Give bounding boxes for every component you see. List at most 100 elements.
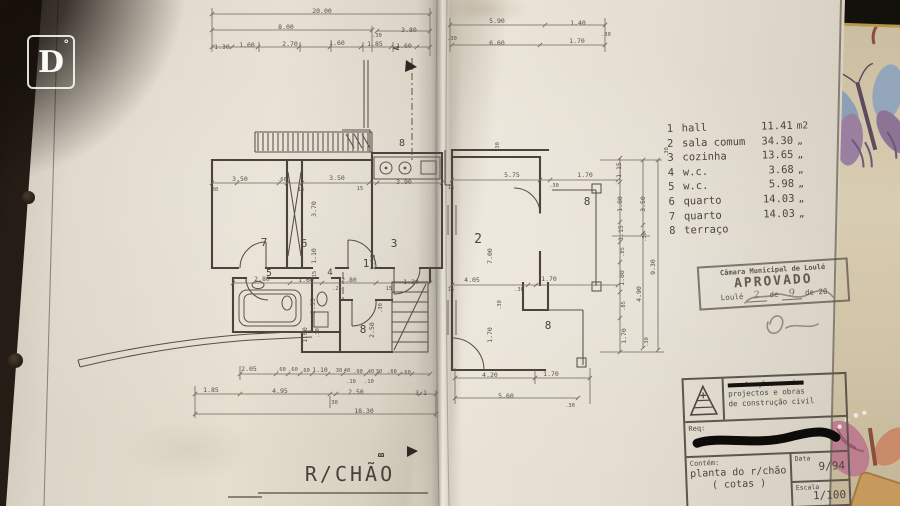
dimension-label: 2.35 (369, 254, 377, 270)
title-block-company-row: construções amadeu projectos e obras de … (683, 373, 847, 424)
dimension-label: 1.80 (618, 270, 626, 286)
punched-hole (22, 191, 35, 204)
room-number-label: 7 (261, 236, 268, 249)
dimension-label: 1.20 (403, 278, 419, 286)
dimension-label: 15 (298, 187, 304, 193)
dimension-label: .30 (328, 400, 338, 406)
dimension-label: 30 (212, 187, 218, 193)
dimension-label: 1.10 (310, 248, 318, 264)
scale-cell: Escala 1/100 (793, 481, 850, 506)
stamp-hand-month: 9 (781, 287, 803, 301)
punched-hole (8, 353, 23, 368)
title-block-content-row: Contém: planta do r/chão ( cotas ) Data … (687, 451, 850, 506)
dimension-label: .30 (565, 403, 575, 409)
dimension-label: 1.15 (617, 225, 625, 241)
dimension-label: 3.80 (401, 26, 417, 34)
contents-cell: Contém: planta do r/chão ( cotas ) (687, 454, 792, 506)
dimension-label: 20.00 (312, 7, 332, 15)
dimension-label: 1.85 (367, 40, 383, 48)
dimension-label: 3.50 (329, 174, 345, 182)
dimension-label: 6.60 (489, 39, 505, 47)
dimension-label: .30 (644, 337, 650, 347)
dimension-label: 1.70 (486, 327, 494, 343)
dimension-label: 1.70 (543, 370, 559, 378)
dimension-label: .30 (495, 142, 501, 152)
dimension-label: 1.70 (541, 275, 557, 283)
dimension-label: 1.70 (569, 37, 585, 45)
dimension-label: 1.10 (312, 366, 328, 374)
date-scale-cells: Data 9/94 Escala 1/100 (789, 451, 850, 506)
company-text-cell: construções amadeu projectos e obras de … (724, 374, 846, 420)
dimension-label: 30 (336, 368, 342, 374)
section-marker-label: A (392, 45, 401, 50)
dimension-label: 3.70 (310, 201, 318, 217)
dimension-label: .10 (364, 379, 374, 385)
dimension-label: 1.60 (298, 276, 314, 284)
room-number-label: 8 (360, 323, 367, 336)
dimension-label: .60 (288, 367, 298, 373)
plan-title: R/CHÃO (304, 462, 396, 486)
dimension-label: 40 (344, 368, 350, 374)
dimension-label: 2.80 (341, 276, 357, 284)
dimension-label: 15 (448, 185, 454, 191)
dimension-label: .30 (378, 303, 384, 313)
room-number-label: 1 (363, 257, 370, 270)
dimension-label: .30 (601, 32, 611, 38)
dimension-label: 15 (312, 271, 318, 277)
room-number-label: 5 (266, 268, 272, 279)
room-number-label: 2 (474, 232, 482, 247)
dimension-label: 5.75 (504, 171, 520, 179)
dimension-label: .30 (497, 300, 503, 310)
room-number-label: 8 (399, 138, 405, 149)
dimension-label: 3.90 (396, 178, 412, 186)
dimension-label: 2.05 (241, 365, 257, 373)
dimension-label: .60 (277, 177, 287, 183)
dimension-label: .85 (620, 247, 626, 257)
dimension-label: .60 (387, 369, 397, 375)
date-value: 9/94 (818, 459, 846, 474)
dimension-label: .10 (346, 379, 356, 385)
dimension-label: .30 (664, 147, 670, 157)
date-cell: Data 9/94 (791, 451, 849, 484)
stamp-de1: de (769, 289, 779, 300)
dimension-label: 15 (357, 186, 363, 192)
dimension-label: 4.90 (635, 286, 643, 302)
room-number-label: 4 (327, 268, 332, 278)
dimension-label: .90 (353, 369, 363, 375)
stamp-city: Loulé (720, 291, 744, 303)
dimension-label: 7.00 (486, 248, 494, 264)
dimension-label: 2.35 (309, 298, 317, 314)
company-logo-cell (683, 378, 726, 422)
dimension-label: .60 (300, 368, 310, 374)
watermark-degree: ° (63, 38, 70, 51)
scale-value: 1/100 (812, 487, 847, 503)
room-number-label: 8 (584, 195, 591, 208)
dimension-label: 2.50 (368, 322, 376, 338)
pyramid-logo-icon (689, 384, 719, 416)
dimension-label: 1.70 (577, 171, 593, 179)
dimension-label: .60 (276, 367, 286, 373)
dimension-label: 5.60 (498, 392, 514, 400)
dimension-label: 1.60 (239, 41, 255, 49)
title-block: construções amadeu projectos e obras de … (681, 371, 852, 506)
dimension-label: 4.20 (482, 371, 498, 379)
room-number-label: 6 (301, 237, 308, 250)
dimension-label: 1.60 (396, 42, 412, 50)
dimension-label: 2.80 (254, 275, 270, 283)
dimension-label: 1.60 (329, 39, 345, 47)
dimension-label: .60 (401, 370, 411, 376)
dimension-label: 1.15 (615, 162, 623, 178)
stamp-de2: de 20 (804, 286, 828, 298)
dimension-label: 15 (386, 286, 392, 292)
dimension-label: 1.70 (620, 328, 628, 344)
dimension-label: 4.95 (272, 387, 288, 395)
dimension-label: .30 (549, 183, 559, 189)
dimension-label: .30 (372, 33, 382, 39)
dimension-label: 5.90 (489, 17, 505, 25)
dimension-label: 1.00 (301, 327, 309, 343)
dimension-label: 9.30 (649, 259, 657, 275)
approval-stamp: Câmara Municipal de Loulé APROVADO Loulé… (696, 257, 851, 311)
